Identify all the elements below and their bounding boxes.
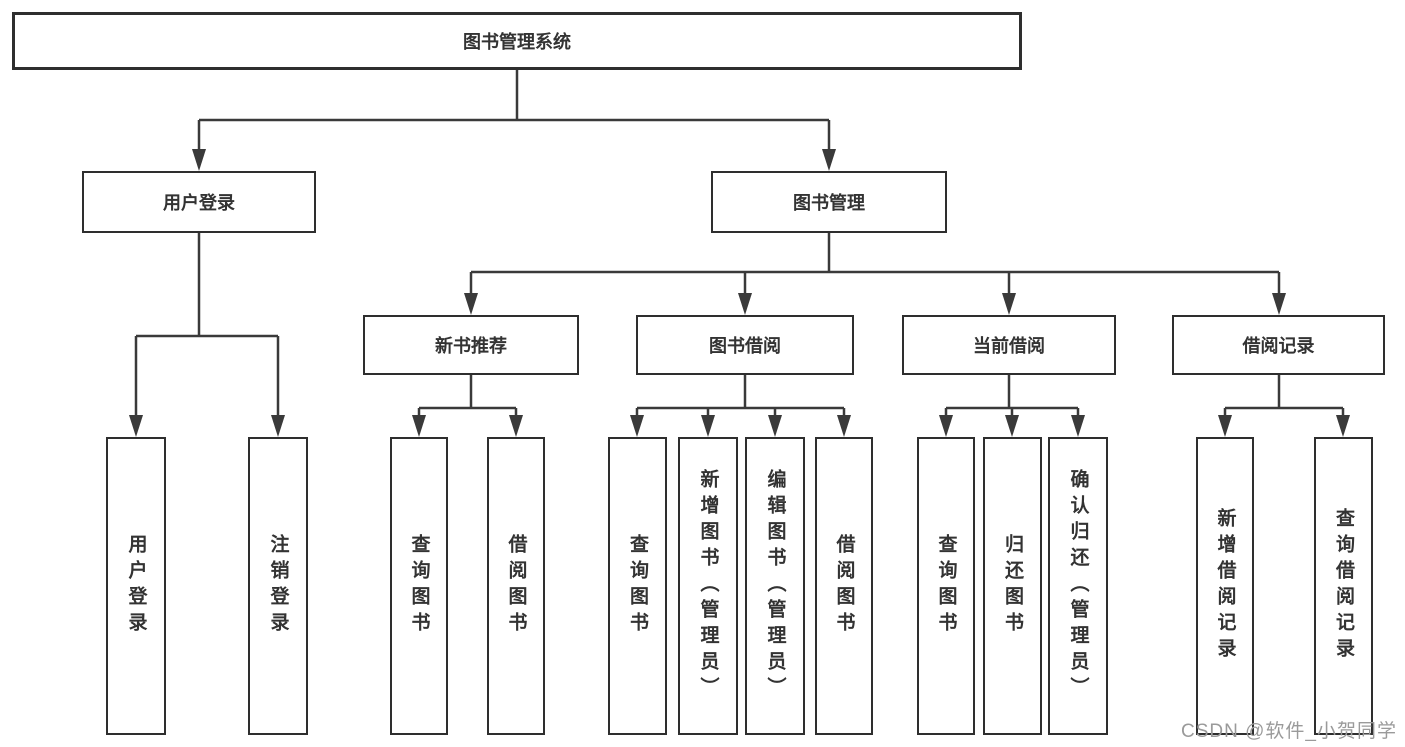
node-book-borrowing: 图书借阅	[636, 315, 854, 375]
node-label: 归还图书	[1002, 534, 1023, 638]
node-new-book-recommend: 新书推荐	[363, 315, 579, 375]
leaf-add-books-admin: 新增图书（管理员）	[678, 437, 738, 735]
csdn-watermark: CSDN @软件_小贺同学	[1181, 721, 1397, 742]
node-borrowing-records: 借阅记录	[1172, 315, 1385, 375]
node-label: 新书推荐	[435, 336, 507, 356]
node-label: 图书借阅	[709, 336, 781, 356]
node-label: 查询图书	[627, 534, 648, 638]
leaf-query-borrow-record: 查询借阅记录	[1314, 437, 1373, 735]
arrowheads	[129, 149, 1350, 437]
node-user-login-module: 用户登录	[82, 171, 316, 233]
node-label: 用户登录	[125, 534, 147, 638]
node-label: 编辑图书（管理员）	[764, 469, 786, 703]
leaf-borrow-books-2: 借阅图书	[815, 437, 873, 735]
node-label: 确认归还（管理员）	[1067, 469, 1089, 703]
leaf-logout: 注销登录	[248, 437, 308, 735]
node-label: 查询借阅记录	[1333, 508, 1354, 664]
node-label: 图书管理系统	[463, 32, 571, 52]
leaf-query-books-3: 查询图书	[917, 437, 975, 735]
node-current-borrowing: 当前借阅	[902, 315, 1116, 375]
node-label: 查询图书	[408, 534, 430, 638]
node-library-management-system: 图书管理系统	[12, 12, 1022, 70]
node-label: 图书管理	[793, 193, 865, 213]
leaf-borrow-books-1: 借阅图书	[487, 437, 545, 735]
leaf-query-books-1: 查询图书	[390, 437, 448, 735]
leaf-return-books: 归还图书	[983, 437, 1042, 735]
node-label: 注销登录	[267, 534, 289, 638]
leaf-user-login: 用户登录	[106, 437, 166, 735]
leaf-edit-books-admin: 编辑图书（管理员）	[745, 437, 805, 735]
leaf-confirm-return-admin: 确认归还（管理员）	[1048, 437, 1108, 735]
node-label: 当前借阅	[973, 336, 1045, 356]
node-label: 新增图书（管理员）	[697, 469, 719, 703]
node-label: 借阅图书	[505, 534, 527, 638]
leaf-query-books-2: 查询图书	[608, 437, 667, 735]
node-label: 新增借阅记录	[1214, 508, 1236, 664]
leaf-add-borrow-record: 新增借阅记录	[1196, 437, 1254, 735]
node-label: 借阅记录	[1242, 336, 1315, 356]
node-label: 用户登录	[163, 193, 235, 213]
node-label: 借阅图书	[833, 534, 855, 638]
node-book-management-module: 图书管理	[711, 171, 947, 233]
node-label: 查询图书	[935, 534, 957, 638]
